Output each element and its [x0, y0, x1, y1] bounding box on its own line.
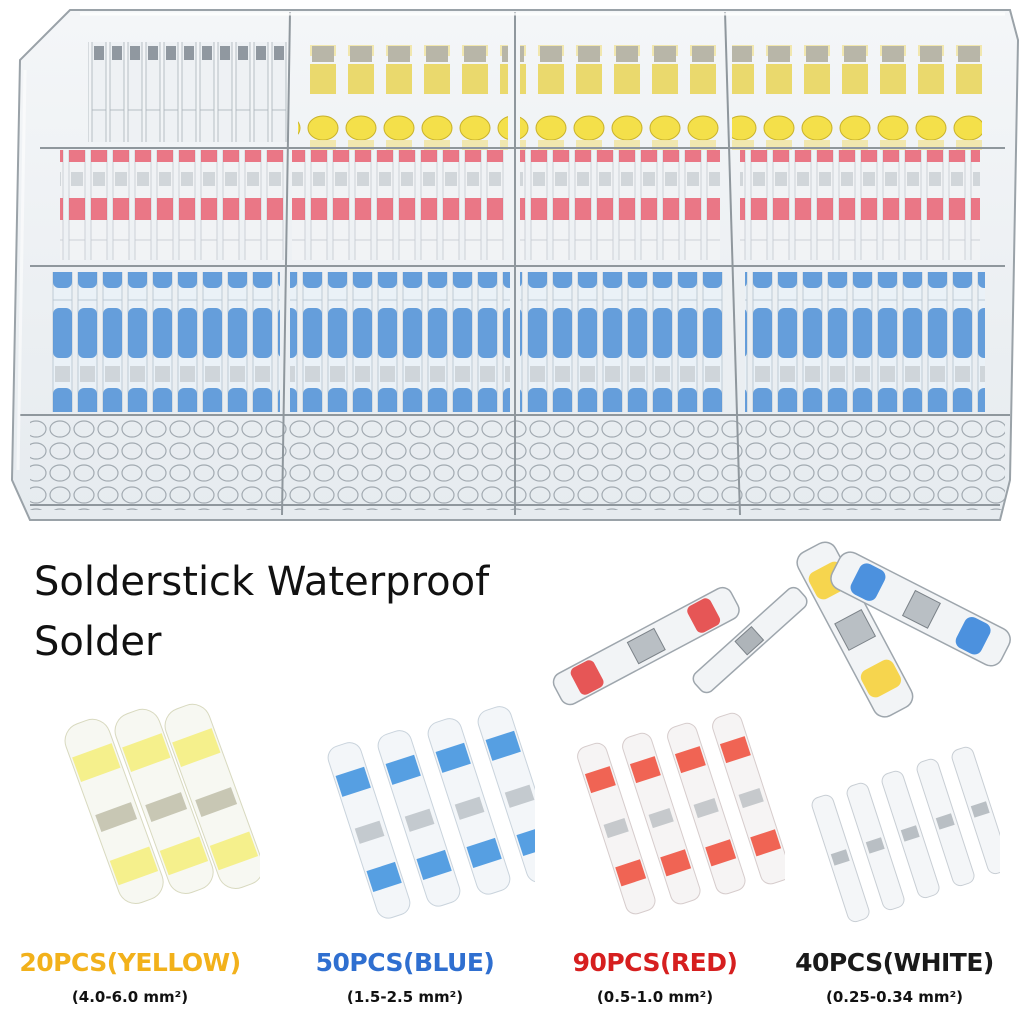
product-label-yellow: 20PCS(YELLOW) — [19, 948, 241, 977]
headline-line-2: Solder — [34, 619, 162, 665]
product-label-blue: 50PCS(BLUE) — [315, 948, 495, 977]
yellow-bundle-image — [64, 703, 260, 904]
product-label-red: 90PCS(RED) — [572, 948, 738, 977]
headline-line-1: Solderstick Waterproof — [34, 559, 490, 605]
product-spec-yellow: (4.0-6.0 mm²) — [71, 988, 189, 1006]
product-label-white: 40PCS(WHITE) — [795, 948, 994, 977]
product-spec-white: (0.25-0.34 mm²) — [825, 988, 963, 1006]
product-spec-blue: (1.5-2.5 mm²) — [346, 988, 464, 1006]
headline: Solderstick Waterproof Solder — [34, 552, 554, 672]
blue-bundle-image — [327, 706, 535, 919]
product-spec-red: (0.5-1.0 mm²) — [596, 988, 714, 1006]
red-bundle-image — [577, 712, 785, 915]
organizer-box-image — [10, 9, 1020, 521]
connector-closeups-image — [552, 541, 1011, 718]
white-bundle-image — [811, 746, 1000, 923]
